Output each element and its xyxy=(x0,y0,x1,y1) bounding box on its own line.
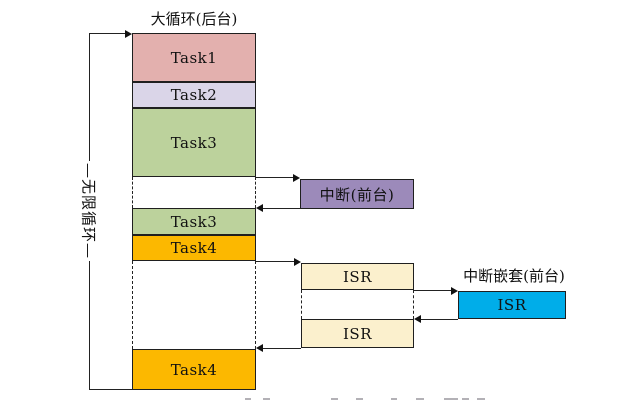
isr-block: ISR xyxy=(301,319,414,348)
task-label: Task2 xyxy=(170,86,218,104)
nested-interrupt-title: 中断嵌套(前台) xyxy=(463,267,565,285)
arrowhead-left-icon xyxy=(414,315,421,323)
arrow-isr-return xyxy=(263,348,301,349)
arrow-nested-return xyxy=(421,319,458,320)
interrupt-foreground-block: 中断(前台) xyxy=(300,179,414,209)
arrowhead-left-icon xyxy=(256,344,263,352)
isr-label: ISR xyxy=(343,267,372,286)
arrowhead-right-icon xyxy=(293,174,300,182)
loop-top-arrowhead-icon xyxy=(125,30,132,38)
task-block: Task2 xyxy=(132,82,256,108)
task-block: Task4 xyxy=(132,235,256,261)
nested-isr-label: ISR xyxy=(497,296,527,314)
task-label: Task4 xyxy=(170,360,218,379)
arrowhead-left-icon xyxy=(256,204,263,212)
isr-block: ISR xyxy=(301,263,414,290)
interrupt-label: 中断(前台) xyxy=(319,185,395,204)
stack-suspended-gap xyxy=(132,177,256,208)
nested-isr-block: ISR xyxy=(458,291,566,319)
infinite-loop-label: —无限循环— xyxy=(78,160,100,262)
arrow-interrupt-return xyxy=(263,208,300,209)
arrow-task4-to-isr xyxy=(256,261,294,262)
task-block: Task1 xyxy=(132,33,256,82)
arrowhead-right-icon xyxy=(451,287,458,295)
isr-label: ISR xyxy=(343,324,372,343)
background-loop-title: 大循环(后台) xyxy=(150,10,238,28)
task-block: Task3 xyxy=(132,108,256,177)
arrow-task3-to-interrupt xyxy=(256,177,293,178)
arrowhead-right-icon xyxy=(294,258,301,266)
task-label: Task3 xyxy=(170,212,218,231)
arrow-isr-to-nested xyxy=(414,290,451,291)
task-block: Task3 xyxy=(132,208,256,235)
task-label: Task1 xyxy=(170,48,218,67)
task-label: Task4 xyxy=(170,239,218,257)
stack-suspended-gap xyxy=(132,261,256,349)
loop-bracket-bottom-line xyxy=(89,389,132,390)
task-label: Task3 xyxy=(170,133,218,152)
isr-suspended-gap xyxy=(301,290,414,319)
loop-bracket-top-line xyxy=(89,33,125,34)
task-block: Task4 xyxy=(132,349,256,390)
